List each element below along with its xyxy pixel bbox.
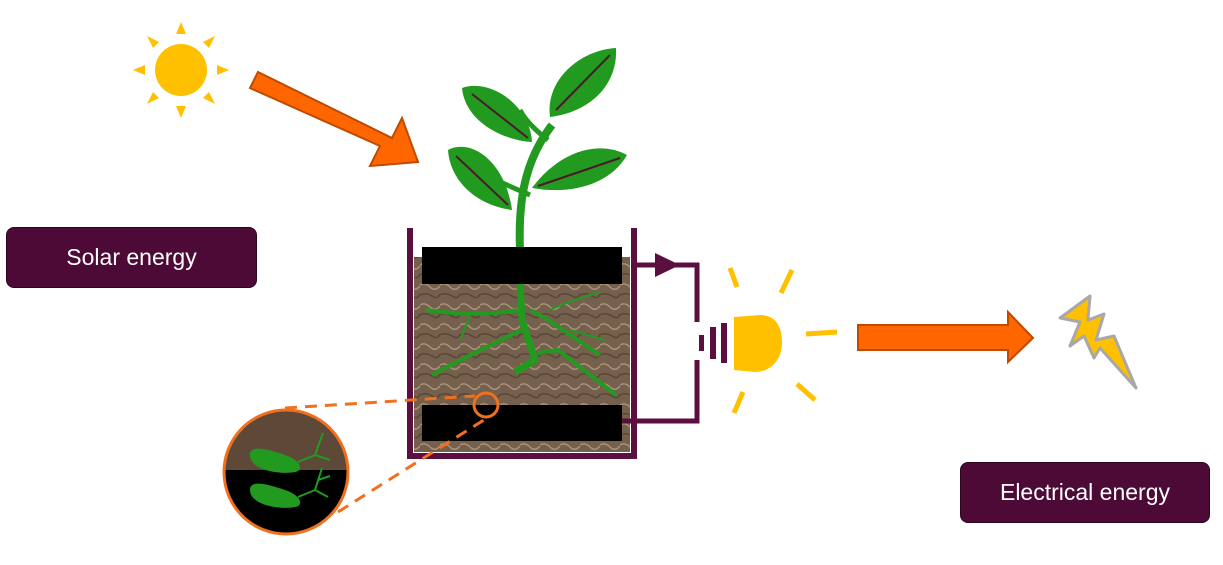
roots — [424, 279, 618, 397]
electrical-energy-label: Electrical energy — [960, 462, 1210, 523]
sun-icon — [133, 22, 229, 118]
plant-icon — [448, 48, 627, 251]
cathode-electrode — [422, 405, 622, 441]
energy-output-arrow — [857, 309, 1035, 365]
soil-pot — [407, 228, 637, 459]
sunlight-arrow — [248, 70, 420, 168]
magnifier-lines — [284, 394, 488, 514]
lightning-icon — [1058, 294, 1138, 390]
battery-icon — [699, 323, 727, 363]
bacteria-zoom-view — [222, 408, 350, 536]
current-arrow-icon — [655, 253, 680, 277]
zoom-target-circle — [472, 391, 500, 419]
solar-energy-label: Solar energy — [6, 227, 257, 288]
anode-electrode — [422, 247, 622, 284]
bacteria-icon — [250, 448, 301, 508]
light-bulb-icon — [727, 267, 838, 414]
